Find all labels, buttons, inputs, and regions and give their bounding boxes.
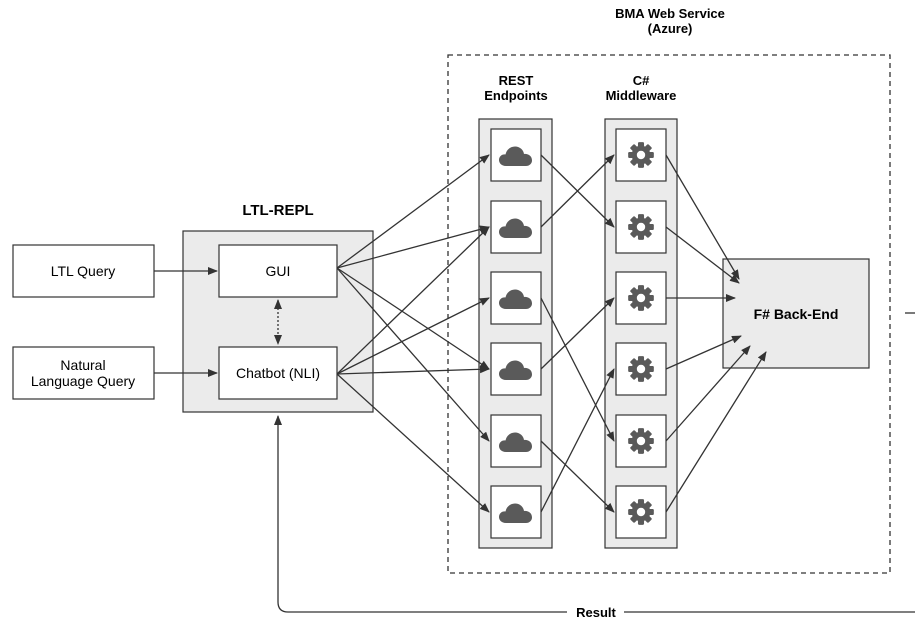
middleware-column-panel	[604, 118, 678, 549]
middleware-heading-line1: C#	[633, 73, 650, 88]
gear-icon	[628, 285, 654, 311]
gui-to-rest-arrow	[336, 225, 490, 269]
rest-to-middleware-arrow	[540, 368, 615, 513]
web-service-subtitle: (Azure)	[648, 21, 693, 36]
gui-box	[218, 244, 338, 298]
backend-label: F# Back-End	[754, 306, 839, 322]
middleware-to-backend-arrow	[665, 154, 740, 280]
gui-label: GUI	[266, 263, 291, 279]
gui-to-rest-arrow	[336, 154, 490, 269]
middleware-to-backend-arrow	[665, 226, 740, 284]
chatbot-to-rest-arrow	[336, 365, 490, 375]
ltl-query-label: LTL Query	[51, 263, 116, 279]
rest-endpoint-box	[490, 128, 542, 182]
gear-icon	[628, 356, 654, 382]
rest-column-panel	[478, 118, 553, 549]
chatbot-to-rest-arrow	[336, 297, 490, 375]
gui-to-rest-arrow	[336, 267, 490, 370]
middleware-to-backend-arrow	[665, 335, 742, 370]
rest-heading-line2: Endpoints	[484, 88, 548, 103]
nl-query-label-line1: Natural	[60, 357, 105, 373]
gear-icon	[628, 142, 654, 168]
rest-to-middleware-arrow	[540, 297, 615, 370]
middleware-to-backend-arrow	[665, 345, 751, 442]
result-line-left	[274, 415, 567, 613]
repl-title: LTL-REPL	[242, 202, 313, 219]
rest-endpoint-box	[490, 200, 542, 254]
gear-icon	[628, 499, 654, 525]
nl-query-label-line2: Language Query	[31, 373, 135, 389]
web-service-title: BMA Web Service	[615, 6, 725, 21]
gear-icon	[628, 428, 654, 454]
middleware-heading-line2: Middleware	[606, 88, 677, 103]
rest-to-middleware-arrow	[540, 440, 615, 513]
web-service-boundary	[447, 54, 891, 574]
result-label: Result	[576, 605, 616, 620]
rest-to-middleware-arrow	[540, 154, 615, 228]
nl-query-box	[12, 346, 155, 400]
rest-heading-line1: REST	[499, 73, 534, 88]
chatbot-to-rest-arrow	[336, 226, 490, 375]
rest-to-middleware-arrow	[540, 297, 615, 442]
gui-to-rest-arrow	[336, 267, 490, 442]
chatbot-box	[218, 346, 338, 400]
middleware-to-backend-arrow	[665, 351, 767, 513]
gear-icon	[628, 214, 654, 240]
chatbot-label: Chatbot (NLI)	[236, 365, 320, 381]
chatbot-to-rest-arrow	[336, 373, 490, 513]
